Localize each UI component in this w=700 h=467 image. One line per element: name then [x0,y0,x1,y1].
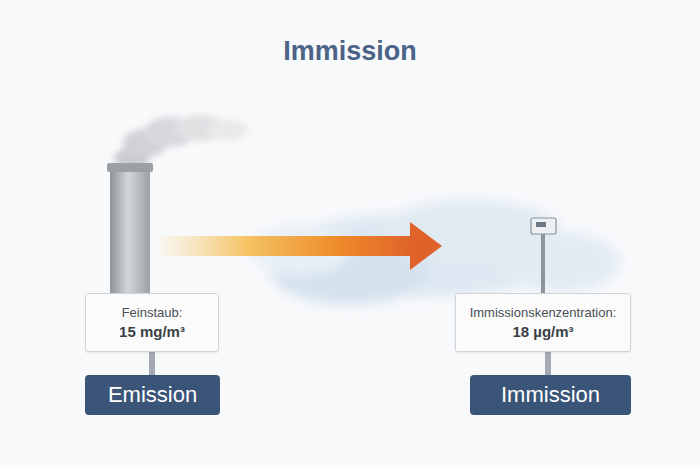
sensor-head [531,218,556,234]
box-value: 18 µg/m³ [512,323,573,340]
box-value: 15 mg/m³ [119,323,185,340]
box-label: Feinstaub: [122,305,183,320]
box-label: Immission [501,382,600,408]
sensor-pole [541,232,545,294]
sensor [531,218,556,294]
cloud-part [500,232,620,292]
sign-post [545,352,551,376]
arrow-head [410,222,442,270]
transport-arrow [160,222,442,270]
chimney [107,163,153,295]
diagram-title: Immission [0,36,700,67]
smoke [114,115,248,168]
sign-post [149,352,155,376]
value-box: Immissionskenzentration: 18 µg/m³ [455,293,631,352]
arrow-shaft [160,236,415,256]
label-badge: Immission [470,375,631,415]
chimney-body [110,168,150,295]
box-label: Immissionskenzentration: [470,305,617,320]
box-label: Emission [108,382,197,408]
sensor-display [536,222,546,227]
label-badge: Emission [85,375,220,415]
smoke-puff [208,120,248,140]
chimney-cap [107,163,153,172]
value-box: Feinstaub: 15 mg/m³ [85,293,219,352]
